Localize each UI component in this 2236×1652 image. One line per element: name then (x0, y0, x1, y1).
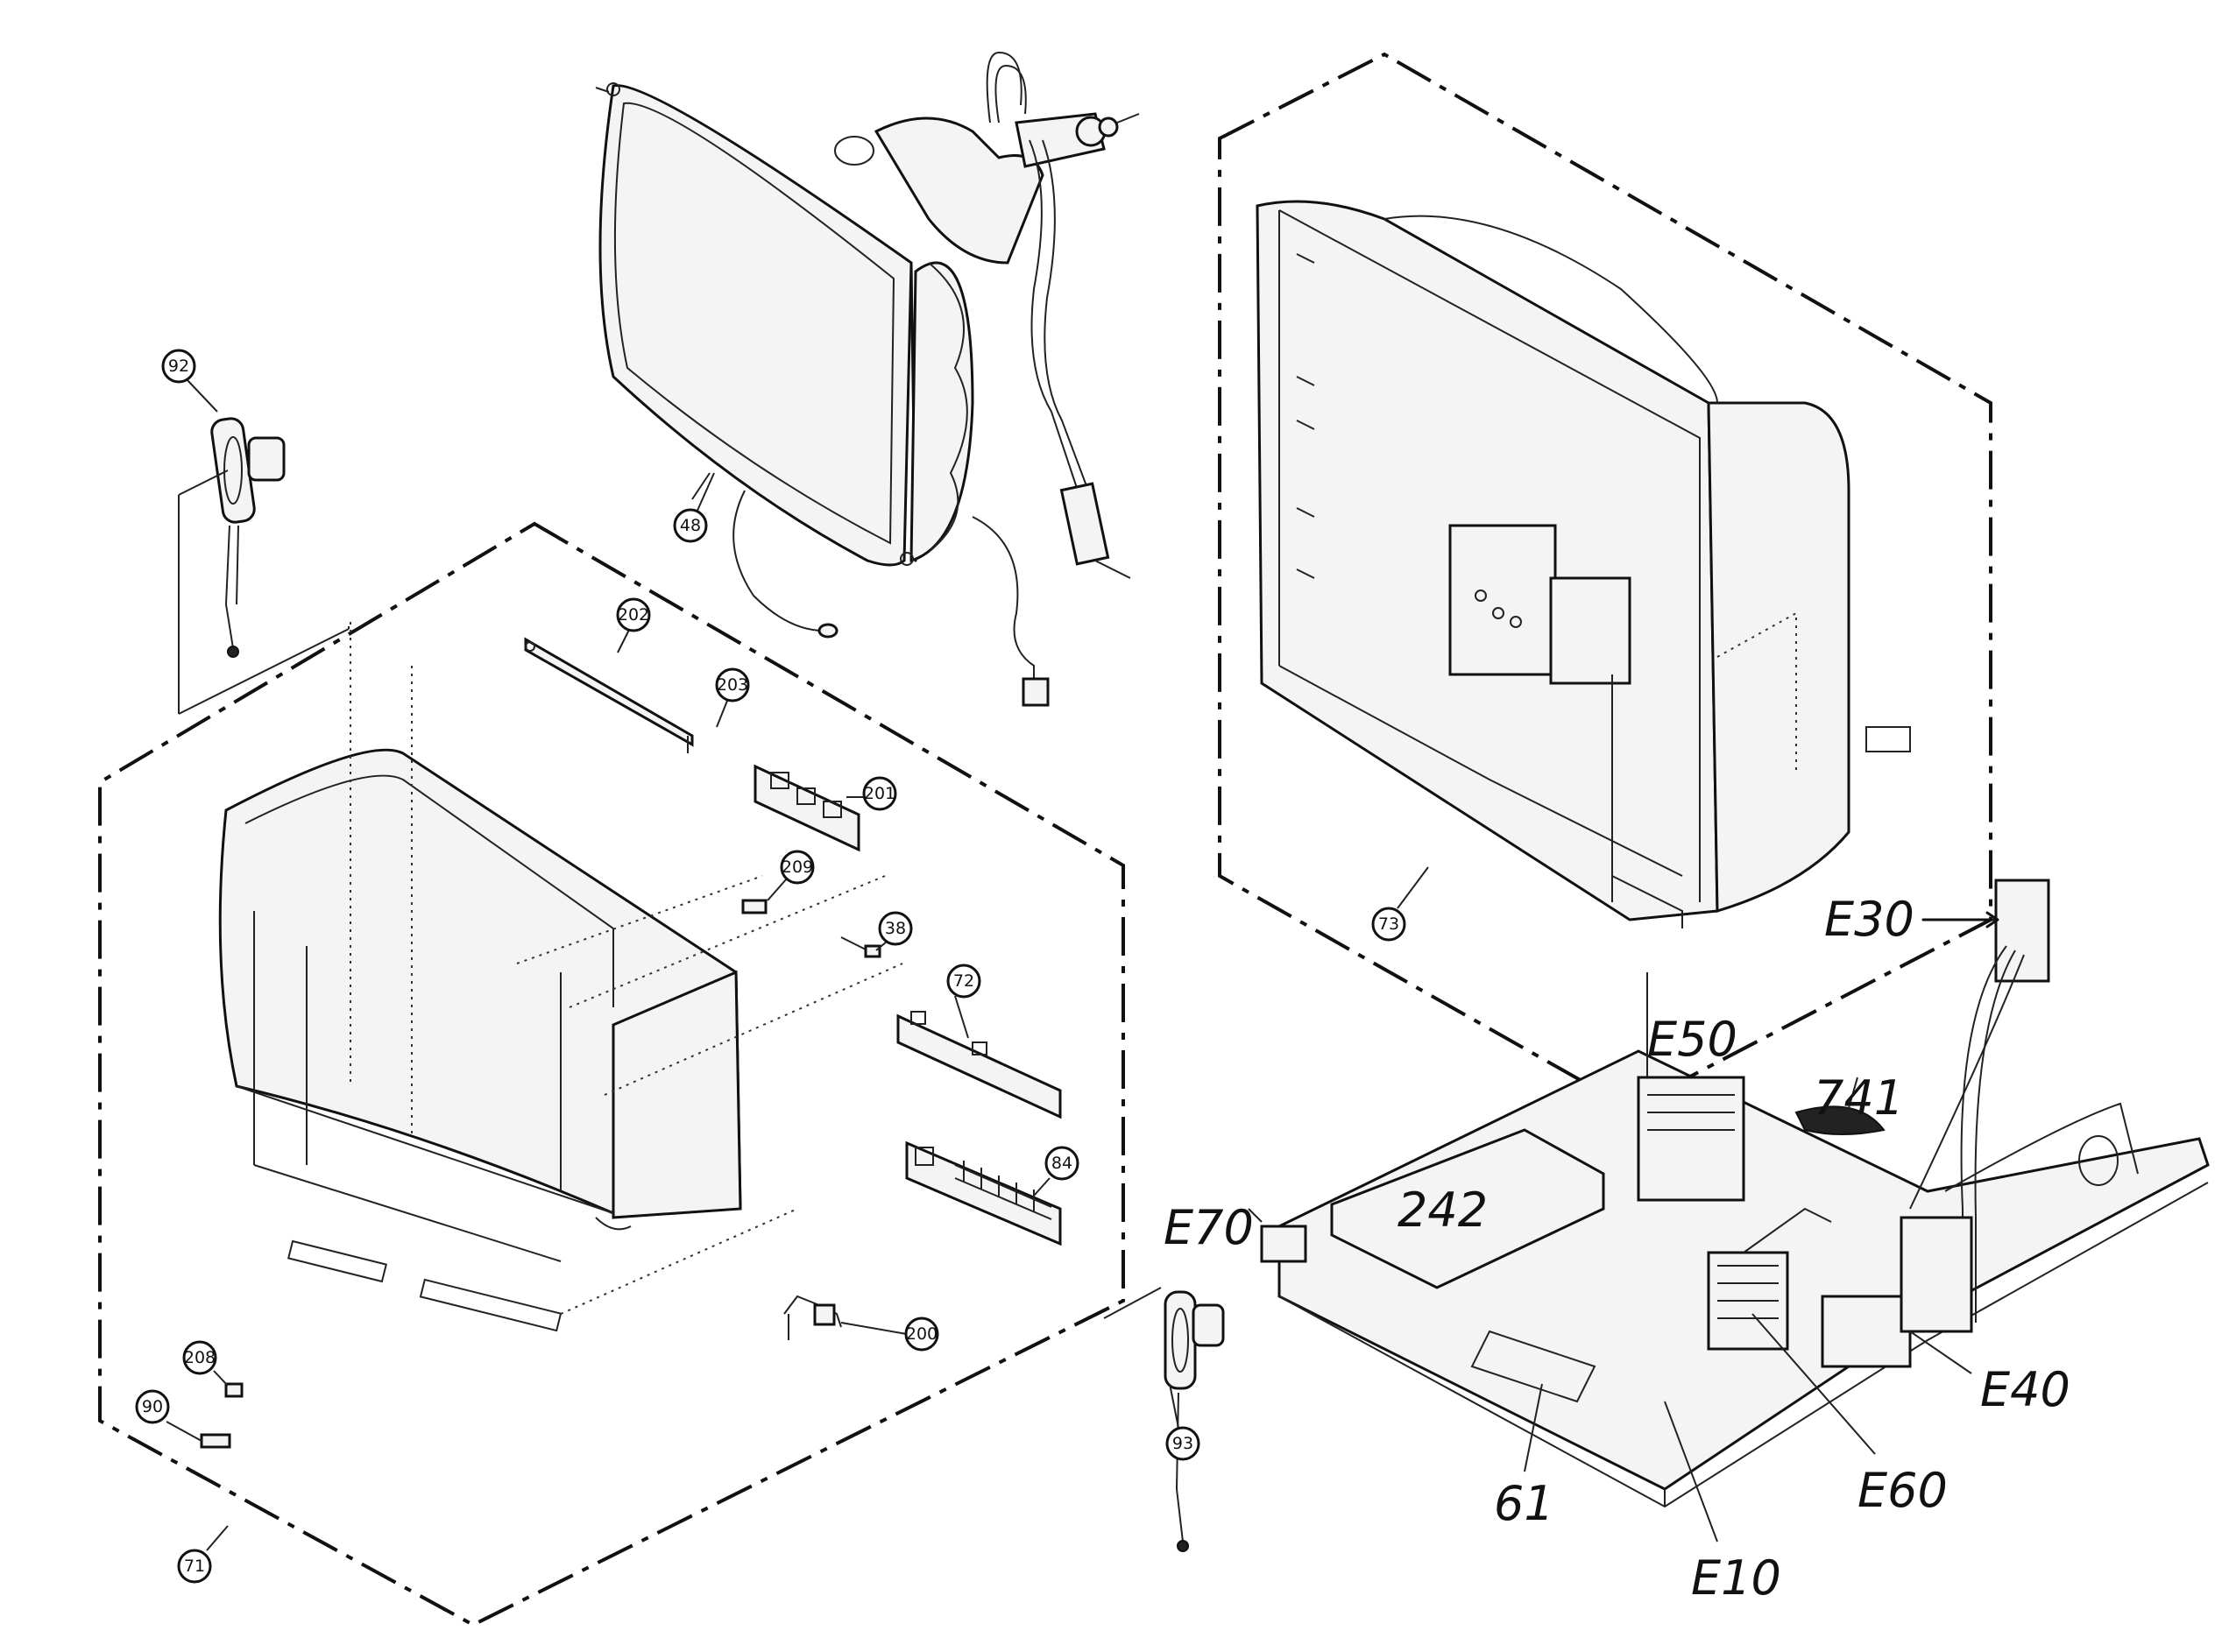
callout-90: 90 (135, 1389, 170, 1424)
callout-38-label: 38 (885, 919, 906, 938)
label-e50: E50 (1647, 1012, 1737, 1067)
callout-38: 38 (878, 911, 913, 946)
label-e40: E40 (1980, 1362, 2070, 1417)
callout-72: 72 (946, 964, 981, 999)
label-e60: E60 (1857, 1463, 1948, 1518)
speaker-92 (178, 417, 350, 715)
callout-208: 208 (182, 1340, 217, 1375)
part-202-bracket (524, 637, 694, 753)
callout-93: 93 (1165, 1426, 1200, 1461)
callout-72-label: 72 (953, 971, 974, 991)
callout-201: 201 (862, 776, 897, 811)
main-chassis (1260, 879, 2210, 1508)
part-200 (783, 1295, 842, 1340)
front-cabinet-group-71 (98, 521, 1125, 1627)
part-72-board (896, 1011, 1062, 1119)
part-38 (840, 936, 881, 958)
label-e10: E10 (1691, 1550, 1781, 1606)
callout-84-label: 84 (1051, 1154, 1072, 1173)
callout-92: 92 (161, 349, 196, 384)
part-208 (224, 1382, 244, 1398)
label-e70: E70 (1164, 1200, 1254, 1255)
callout-92-label: 92 (168, 357, 189, 376)
callout-71: 71 (177, 1549, 212, 1584)
callout-203: 203 (715, 667, 750, 702)
part-90 (200, 1433, 231, 1449)
callout-71-label: 71 (184, 1557, 205, 1576)
rear-cabinet (1256, 200, 1911, 928)
part-84-button-board (905, 1140, 1062, 1246)
callout-48: 48 (673, 508, 708, 543)
callout-90-label: 90 (142, 1397, 163, 1416)
label-741: 741 (1814, 1070, 1904, 1126)
callout-208-label: 208 (184, 1348, 216, 1367)
part-201-control-board (754, 764, 860, 852)
label-e30: E30 (1824, 892, 1914, 947)
callout-200: 200 (904, 1317, 939, 1352)
part-209 (741, 899, 768, 914)
callout-209: 209 (780, 850, 815, 885)
callout-73: 73 (1371, 907, 1406, 942)
callout-202: 202 (616, 597, 651, 632)
leader-lines (166, 378, 1999, 1551)
callout-48-label: 48 (680, 516, 701, 535)
crt-picture-tube-48 (595, 51, 1140, 707)
callout-203-label: 203 (717, 675, 748, 695)
callout-84: 84 (1044, 1146, 1079, 1181)
callout-200-label: 200 (906, 1324, 938, 1344)
callout-73-label: 73 (1378, 914, 1399, 934)
callout-209-label: 209 (782, 858, 813, 877)
callout-202-label: 202 (618, 605, 649, 625)
speaker-93 (1103, 1287, 1225, 1552)
callout-201-label: 201 (864, 784, 895, 803)
callout-93-label: 93 (1172, 1434, 1193, 1453)
label-242: 242 (1398, 1183, 1488, 1238)
front-cabinet (218, 622, 903, 1332)
label-61: 61 (1494, 1476, 1554, 1531)
